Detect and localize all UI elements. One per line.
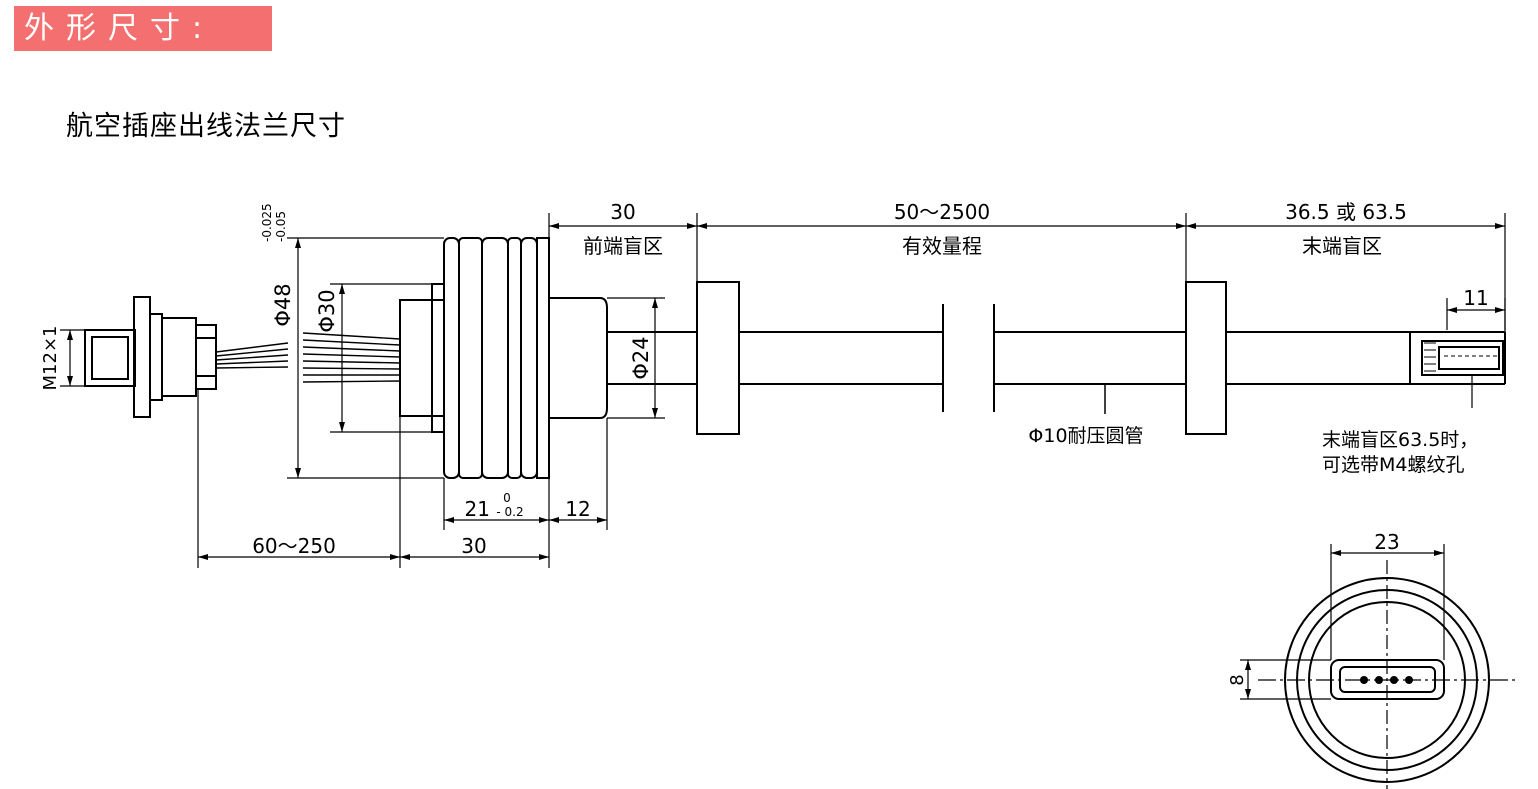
boss-diameter-label: Φ30: [315, 289, 339, 332]
pressure-tube: [739, 304, 1506, 414]
flange-thickness-value: 21: [465, 497, 490, 521]
connector-thread-label: M12×1: [40, 326, 61, 391]
end-note-line-1: 末端盲区63.5时，: [1322, 429, 1478, 451]
socket-pin-2: [1375, 676, 1383, 684]
end-note-line-2: 可选带M4螺纹孔: [1322, 454, 1464, 476]
effective-range-label: 有效量程: [902, 234, 982, 258]
tube-label: Φ10耐压圆管: [1028, 425, 1143, 447]
end-blind-label: 末端盲区: [1302, 234, 1382, 258]
cable-length-value: 60～250: [252, 534, 336, 558]
dimension-arrows: [67, 223, 1505, 560]
flange-body: [399, 237, 697, 479]
flange-tolerance-lower: -0.05: [274, 211, 288, 242]
magnet-ring-2: [1185, 281, 1227, 435]
effective-range-value: 50～2500: [894, 200, 990, 224]
socket-width-value: 23: [1374, 530, 1399, 554]
flange-diameter-label: Φ48: [271, 283, 295, 326]
socket-end-view: [1240, 544, 1515, 789]
end-hole-depth: 11: [1463, 286, 1488, 310]
front-blind-label: 前端盲区: [583, 234, 663, 258]
socket-pin-4: [1405, 676, 1413, 684]
section-subtitle: 航空插座出线法兰尺寸: [66, 111, 346, 142]
front-blind-length: 30: [610, 200, 635, 224]
neck-length-value: 12: [565, 497, 590, 521]
socket-pin-1: [1360, 676, 1368, 684]
dimension-lines: [60, 213, 1506, 568]
end-tapped-hole: [1409, 332, 1504, 384]
magnet-ring-1: [696, 281, 740, 435]
body-length-value: 30: [461, 534, 486, 558]
end-blind-length: 36.5 或 63.5: [1285, 200, 1407, 224]
flange-thickness-tol-upper: 0: [503, 491, 511, 505]
flange-tolerance-upper: -0.025: [260, 203, 274, 242]
aviation-connector: [84, 296, 217, 418]
socket-pin-3: [1390, 676, 1398, 684]
cable-wires: [215, 332, 401, 383]
section-title-badge: 外形尺寸:: [14, 6, 272, 51]
socket-height-value: 8: [1227, 674, 1248, 685]
flange-thickness-tol-lower: - 0.2: [496, 505, 523, 519]
neck-diameter-label: Φ24: [629, 336, 653, 379]
